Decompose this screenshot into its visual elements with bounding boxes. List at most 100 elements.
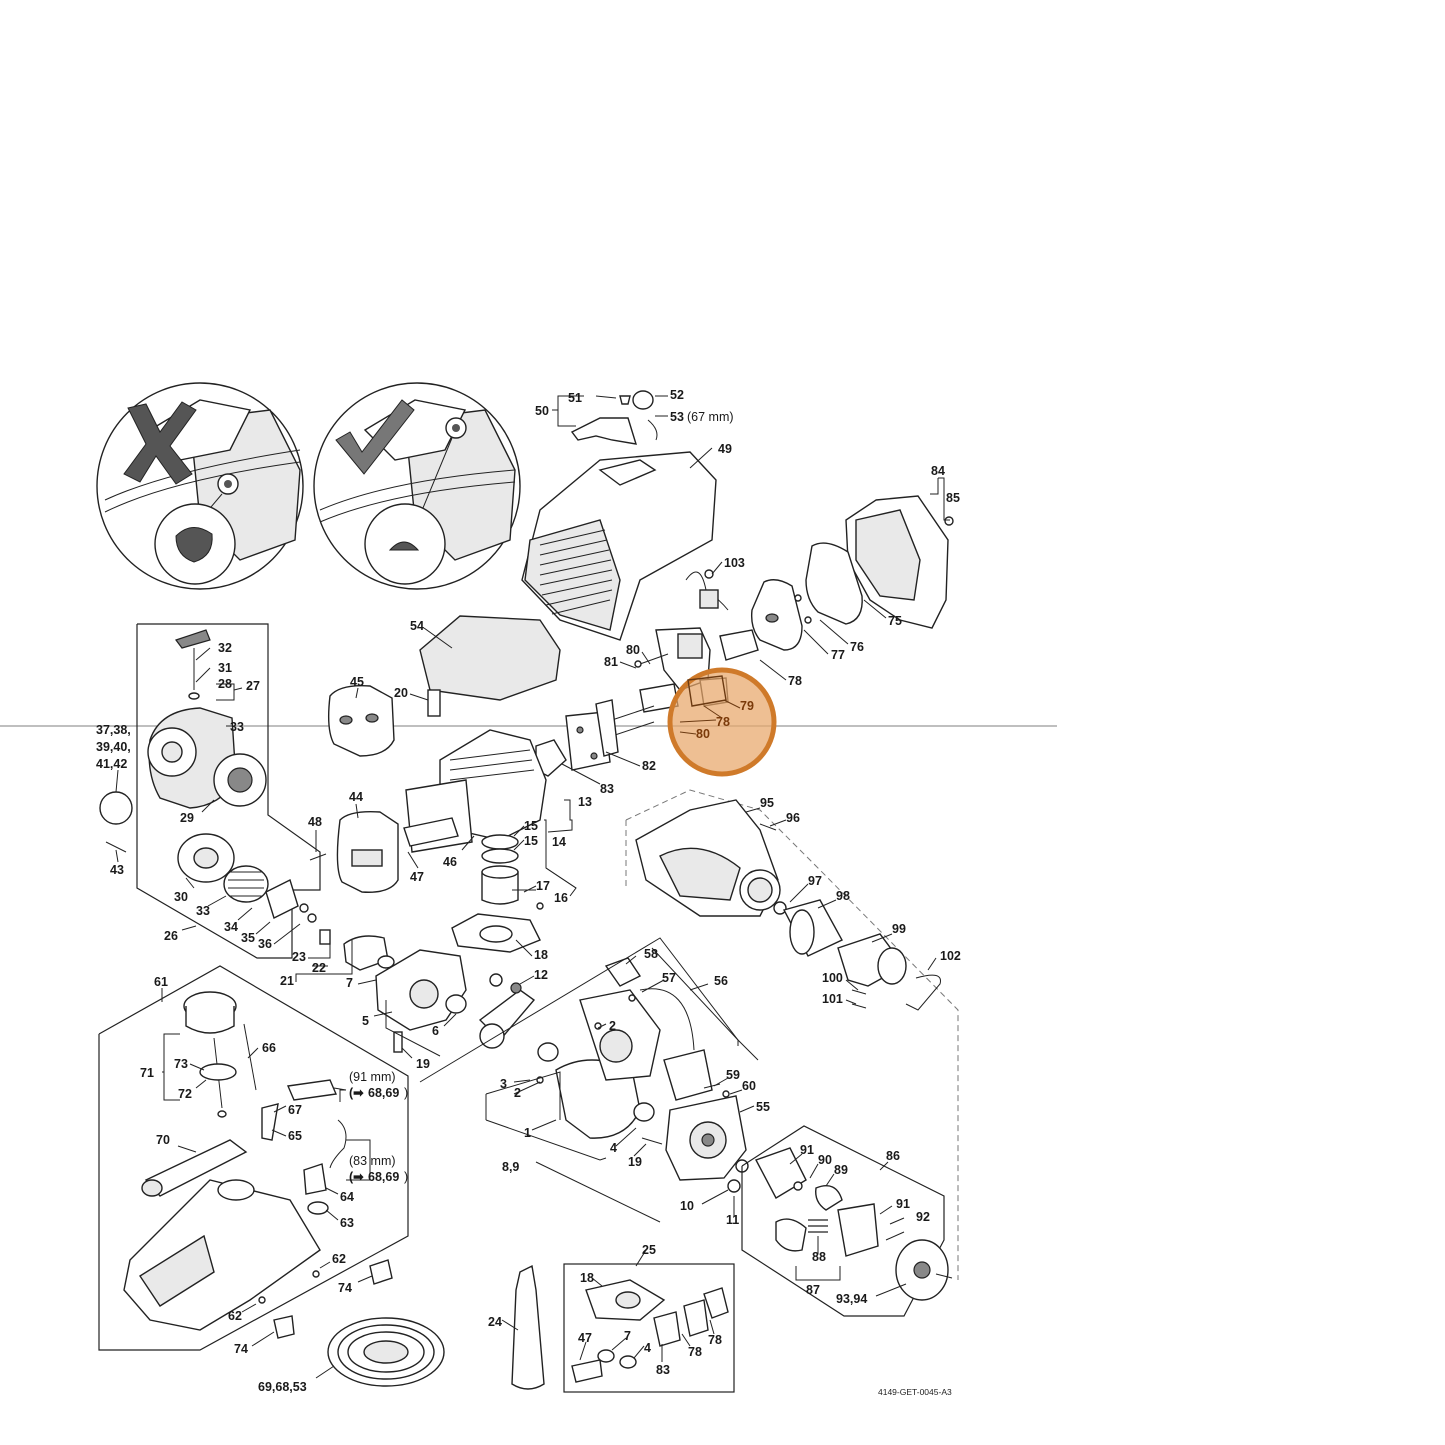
- label-20: 20: [394, 686, 408, 700]
- label-17: 17: [536, 879, 550, 893]
- label-93-94: 93,94: [836, 1292, 867, 1306]
- label-36: 36: [258, 937, 272, 951]
- label-100: 100: [822, 971, 843, 985]
- label-80-top: 80: [626, 643, 640, 657]
- label-37-42-line2: 39,40,: [96, 740, 131, 754]
- label-62-top: 62: [332, 1252, 346, 1266]
- top-cover-parts: [570, 390, 658, 445]
- label-10: 10: [680, 1199, 694, 1213]
- label-53: 53: [670, 410, 684, 424]
- label-74-bottom: 74: [234, 1342, 248, 1356]
- label-37-42-line1: 37,38,: [96, 723, 131, 737]
- cross-mark-icon: [123, 401, 197, 485]
- label-69-68-53: 69,68,53: [258, 1380, 307, 1394]
- label-12: 12: [534, 968, 548, 982]
- engine-shroud: [521, 451, 717, 641]
- label-19-bottom: 19: [628, 1155, 642, 1169]
- label-80-highlight: 80: [696, 727, 710, 741]
- leader-lines: [115, 395, 950, 1379]
- label-81: 81: [604, 655, 618, 669]
- label-70: 70: [156, 1133, 170, 1147]
- label-68-69-bottom: 68,69: [368, 1170, 399, 1184]
- label-95: 95: [760, 796, 774, 810]
- label-78-top: 78: [788, 674, 802, 688]
- label-53-note: (67 mm): [687, 410, 734, 424]
- label-56: 56: [714, 974, 728, 988]
- label-37-42-line3: 41,42: [96, 757, 127, 771]
- label-85: 85: [946, 491, 960, 505]
- label-78-box-a: 78: [708, 1333, 722, 1347]
- paren-close-1: ): [404, 1086, 408, 1100]
- label-52: 52: [670, 388, 684, 402]
- highlight-marker[interactable]: [667, 667, 777, 777]
- label-77: 77: [831, 648, 845, 662]
- label-82: 82: [642, 759, 656, 773]
- label-59: 59: [726, 1068, 740, 1082]
- label-7-mid: 7: [346, 976, 353, 990]
- label-78-highlight: 78: [716, 715, 730, 729]
- label-4-mid: 4: [610, 1141, 617, 1155]
- engine-block: [309, 615, 561, 953]
- label-60: 60: [742, 1079, 756, 1093]
- label-91mm: (91 mm): [349, 1070, 396, 1084]
- label-98: 98: [836, 889, 850, 903]
- label-14: 14: [552, 835, 566, 849]
- label-90: 90: [818, 1153, 832, 1167]
- label-22: 22: [312, 961, 326, 975]
- label-18-box: 18: [580, 1271, 594, 1285]
- label-103: 103: [724, 556, 745, 570]
- label-31: 31: [218, 661, 232, 675]
- label-48: 48: [308, 815, 322, 829]
- label-63: 63: [340, 1216, 354, 1230]
- part-labels: 51 52 53 (67 mm) 50 49 84 85 103 75 76 7…: [96, 388, 961, 1397]
- label-34: 34: [224, 920, 238, 934]
- label-79: 79: [740, 699, 754, 713]
- label-43: 43: [110, 863, 124, 877]
- label-50: 50: [535, 404, 549, 418]
- label-101: 101: [822, 992, 843, 1006]
- inset-incorrect-routing: [96, 382, 304, 590]
- label-15-b: 15: [524, 834, 538, 848]
- label-84: 84: [931, 464, 945, 478]
- label-4-box: 4: [644, 1341, 651, 1355]
- label-57: 57: [662, 971, 676, 985]
- label-13: 13: [578, 795, 592, 809]
- label-71: 71: [140, 1066, 154, 1080]
- label-24: 24: [488, 1315, 502, 1329]
- label-23: 23: [292, 950, 306, 964]
- label-73: 73: [174, 1057, 188, 1071]
- label-21: 21: [280, 974, 294, 988]
- label-25: 25: [642, 1243, 656, 1257]
- label-35: 35: [241, 931, 255, 945]
- check-mark-icon: [335, 399, 415, 475]
- label-89: 89: [834, 1163, 848, 1177]
- label-75: 75: [888, 614, 902, 628]
- label-99: 99: [892, 922, 906, 936]
- label-96: 96: [786, 811, 800, 825]
- label-97: 97: [808, 874, 822, 888]
- label-58: 58: [644, 947, 658, 961]
- label-87: 87: [806, 1283, 820, 1297]
- label-91-top: 91: [800, 1143, 814, 1157]
- label-2-top: 2: [609, 1019, 616, 1033]
- label-91-bottom: 91: [896, 1197, 910, 1211]
- air-filter-housing: [750, 495, 954, 651]
- label-33-top: 33: [230, 720, 244, 734]
- label-1: 1: [524, 1126, 531, 1140]
- label-83mm: (83 mm): [349, 1154, 396, 1168]
- label-29: 29: [180, 811, 194, 825]
- label-64: 64: [340, 1190, 354, 1204]
- label-78-box-b: 78: [688, 1345, 702, 1359]
- highlight-part: [679, 675, 741, 735]
- label-18-mid: 18: [534, 948, 548, 962]
- label-7-box: 7: [624, 1329, 631, 1343]
- label-47-box: 47: [578, 1331, 592, 1345]
- arrow-icon-1: (➡: [349, 1086, 364, 1100]
- label-6: 6: [432, 1024, 439, 1038]
- label-88: 88: [812, 1250, 826, 1264]
- label-66: 66: [262, 1041, 276, 1055]
- diagram-reference: 4149-GET-0045-A3: [878, 1387, 952, 1397]
- label-15-a: 15: [524, 819, 538, 833]
- label-44: 44: [349, 790, 363, 804]
